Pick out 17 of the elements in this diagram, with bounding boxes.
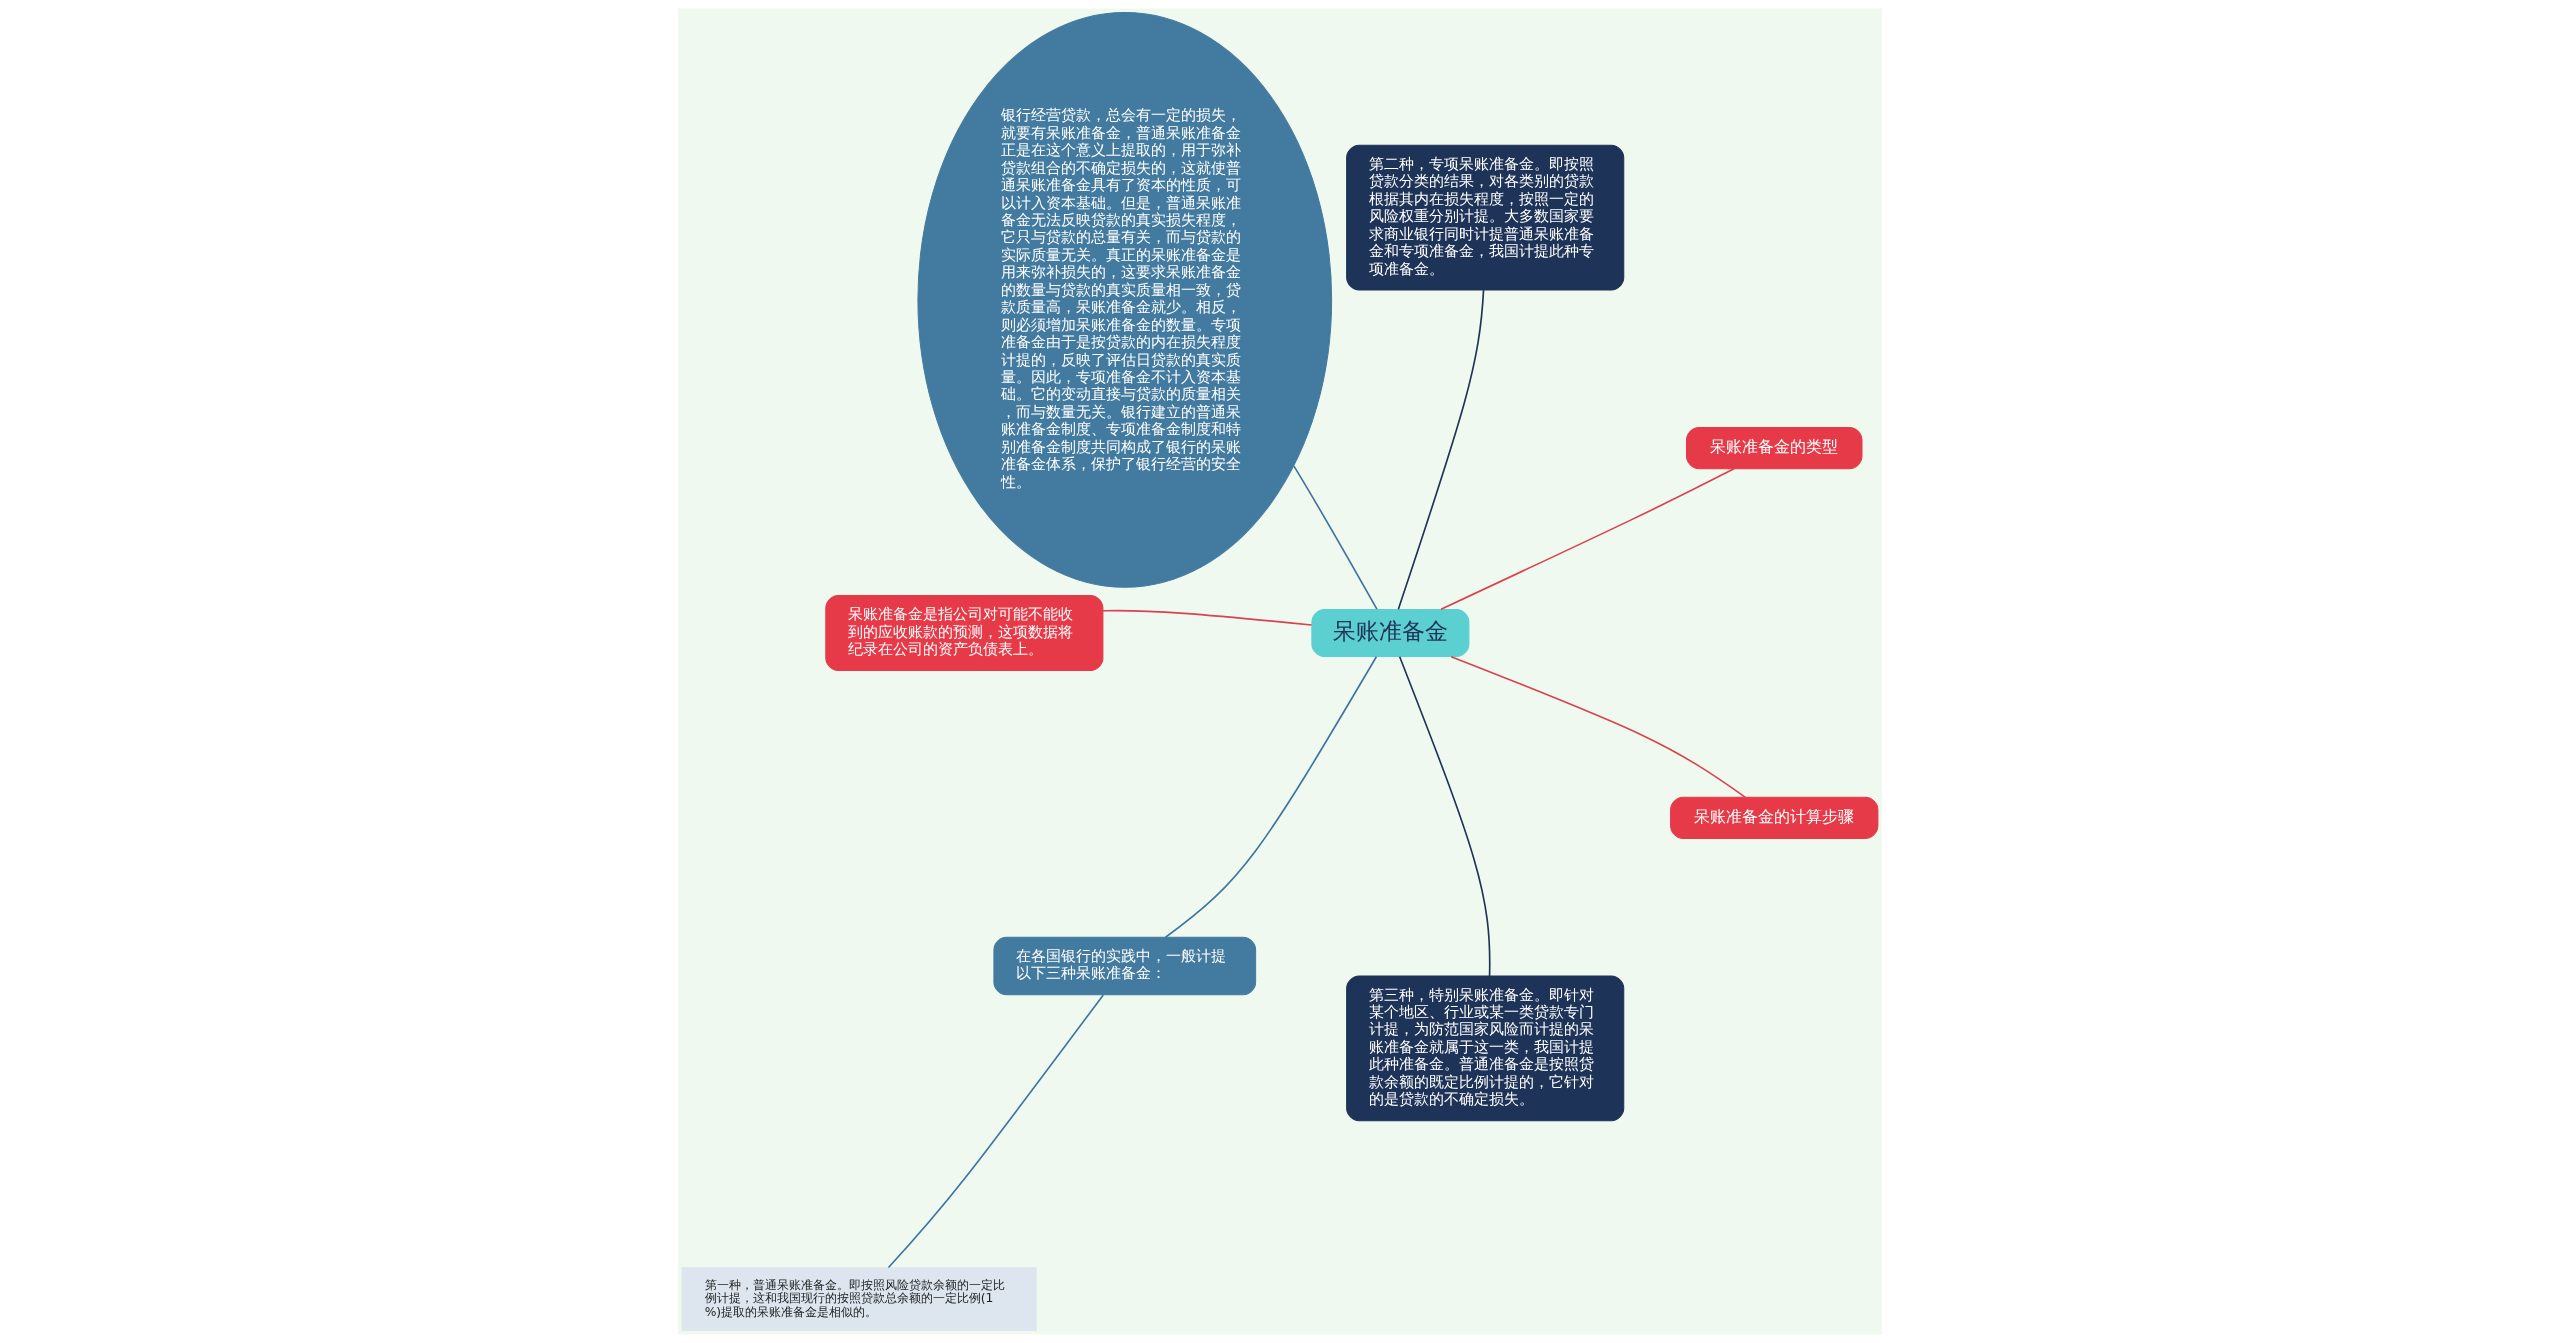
node-box: 在各国银行的实践中，一般计提以下三种呆账准备金： — [993, 936, 1257, 996]
node-box: 第三种，特别呆账准备金。即针对某个地区、行业或某一类贷款专门计提，为防范国家风险而计提的呆账准备金就属于这一类，我国计提此种准备金。普通准备金是按照贷款余额的既定比例计提的，它针对的是贷款的不确定损失。 — [1346, 975, 1625, 1122]
connector — [1440, 468, 1735, 611]
connector — [1397, 289, 1485, 610]
connector — [1450, 655, 1747, 799]
node-ellipse: 银行经营贷款，总会有一定的损失，就要有呆账准备金，普通呆账准备金正是在这个意义上提取的，用于弥补贷款组合的不确定损失的，这就使普通呆账准备金具有了资本的性质，可以计入资本基础。但是，普通呆账准备金无法反映贷款的真实损失程度，它只与贷款的总量有关，而与贷款的实际质量无关。真正的呆账准备金是用来弥补损失的，这要求呆账准备金的数量与贷款的真实质量相一致，贷款质量高，呆账准备金就少。相反，则必须增加呆账准备金的数量。专项准备金由于是按贷款的内在损失程度计提的，反映了评估日贷款的真实质量。因此，专项准备金不计入资本基础。它的变动直接与贷款的质量相关，而与数量无关。银行建立的普通呆账准备金制度、专项准备金制度和特别准备金制度共同构成了银行的呆账准备金体系，保护了银行经营的安全性。 — [917, 12, 1333, 588]
node-box: 呆账准备金的计算步骤 — [1670, 796, 1879, 839]
node-box: 呆账准备金 — [1311, 608, 1470, 658]
node-box: 呆账准备金是指公司对可能不能收到的应收账款的预测，这项数据将纪录在公司的资产负债表上。 — [825, 595, 1104, 671]
node-box: 呆账准备金的类型 — [1685, 427, 1863, 470]
connector — [1398, 655, 1491, 977]
node-box: 第一种，普通呆账准备金。即按照风险贷款余额的一定比例计提，这和我国现行的按照贷款总余额的一定比例(1%)提取的呆账准备金是相似的。 — [681, 1267, 1037, 1331]
connector — [1102, 609, 1313, 626]
connector — [887, 994, 1105, 1269]
connector — [1293, 465, 1378, 610]
connector — [1164, 655, 1378, 939]
node-box: 第二种，专项呆账准备金。即按照贷款分类的结果，对各类别的贷款根据其内在损失程度，按照一定的风险权重分别计提。大多数国家要求商业银行同时计提普通呆账准备金和专项准备金，我国计提此种专项准备金。 — [1346, 144, 1625, 291]
